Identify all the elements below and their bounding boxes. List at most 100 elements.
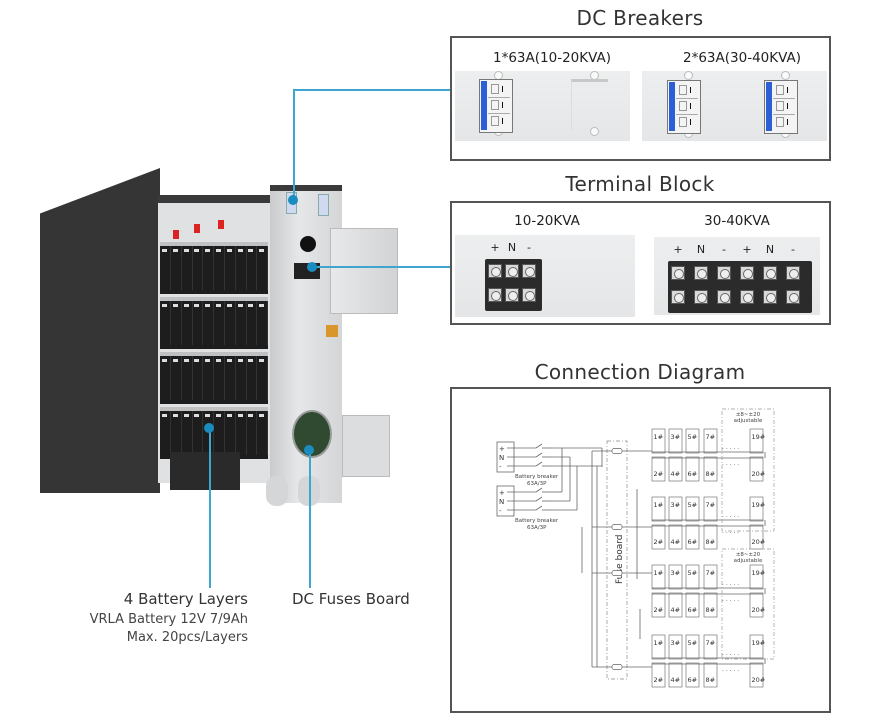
terminal-screw	[763, 290, 777, 304]
battery-cell	[668, 564, 683, 590]
battery-cell-label: 1#	[654, 569, 664, 577]
terminal-screw	[740, 266, 754, 280]
terminal-screw	[694, 290, 708, 304]
battery-cell	[685, 428, 700, 454]
breaker-photo-2	[642, 71, 827, 141]
battery	[225, 301, 236, 345]
battery-cell-label: 8#	[706, 538, 716, 546]
battery-cell	[651, 524, 666, 550]
battery-cell	[703, 456, 718, 482]
battery	[171, 356, 182, 400]
breaker-switch	[535, 443, 543, 449]
terminal-variant-label: 10-20KVA	[514, 213, 580, 229]
battery	[160, 356, 171, 400]
adjustable-range-box	[721, 408, 775, 532]
battery	[225, 356, 236, 400]
battery	[182, 411, 193, 455]
battery-cell-label: 20#	[752, 606, 766, 614]
breaker-rating: 63A/3P	[527, 481, 547, 487]
callout-dot	[204, 423, 214, 433]
battery-cell-label: 1#	[654, 501, 664, 509]
breaker-switch	[535, 505, 543, 511]
battery	[236, 301, 247, 345]
battery	[257, 246, 269, 290]
terminal-block-title: Terminal Block	[565, 172, 715, 196]
battery-ellipsis: · · · · ·	[722, 582, 739, 589]
blank-breaker-slot	[571, 79, 608, 130]
battery-cell	[703, 634, 718, 660]
terminal-polarity-label: +	[673, 243, 683, 256]
battery-ellipsis: · · · · ·	[722, 530, 739, 537]
battery	[171, 411, 182, 455]
battery-cell	[685, 456, 700, 482]
fuse-board-outline	[606, 440, 628, 680]
terminal-screw	[717, 290, 731, 304]
terminal-cover	[330, 228, 398, 314]
breaker-rating: 63A/3P	[527, 525, 547, 531]
battery-cell	[668, 456, 683, 482]
battery	[160, 246, 171, 290]
battery-cell-label: 7#	[706, 433, 716, 441]
caption-battery-max: Max. 20pcs/Layers	[126, 630, 248, 645]
input-terminal-label: N	[499, 498, 504, 506]
battery-cell-label: 8#	[706, 676, 716, 684]
terminal-block-panel: 10-20KVA 30-40KVA +N- +N-+N-	[450, 201, 831, 325]
connection-diagram-title: Connection Diagram	[534, 360, 746, 384]
battery-cell-label: 7#	[706, 639, 716, 647]
battery-cell	[668, 592, 683, 618]
battery-cell-label: 5#	[688, 433, 698, 441]
battery-cell-label: 20#	[752, 538, 766, 546]
battery-cell-label: 2#	[654, 470, 664, 478]
input-terminal-label: -	[499, 463, 502, 471]
breaker-switch	[535, 487, 543, 493]
red-fuse	[194, 224, 200, 233]
battery-cell	[749, 564, 764, 590]
battery	[192, 301, 204, 345]
battery-cell-label: 2#	[654, 676, 664, 684]
breaker-label: Battery breaker	[515, 474, 559, 480]
battery-layer	[160, 242, 269, 294]
screw	[684, 71, 693, 80]
battery-cell-label: 4#	[671, 538, 681, 546]
terminal-screw	[671, 290, 685, 304]
battery-cell-label: 6#	[688, 538, 698, 546]
battery	[203, 411, 215, 455]
battery-cell-label: 4#	[671, 470, 681, 478]
battery-cell	[651, 662, 666, 688]
battery-cell	[651, 592, 666, 618]
battery-cell	[749, 428, 764, 454]
callout-line-breakers	[293, 89, 451, 91]
cable-hole	[300, 236, 316, 252]
battery-cell	[749, 496, 764, 522]
terminal-polarity-label: -	[722, 243, 726, 256]
battery-cell-label: 2#	[654, 538, 664, 546]
battery-cell	[651, 496, 666, 522]
battery-cell	[749, 634, 764, 660]
battery-layer	[160, 407, 269, 459]
battery	[246, 246, 258, 290]
battery-cell-label: 5#	[688, 501, 698, 509]
battery-cell-label: 4#	[671, 606, 681, 614]
battery	[214, 411, 225, 455]
terminal-screw	[694, 266, 708, 280]
terminal-polarity-label: -	[791, 243, 795, 256]
battery-cell	[668, 634, 683, 660]
battery-cell-label: 20#	[752, 470, 766, 478]
terminal-polarity-label: -	[527, 241, 531, 254]
battery-ellipsis: · · · · ·	[722, 514, 739, 521]
breaker-photo-1	[455, 71, 630, 141]
battery-cell	[668, 496, 683, 522]
fuse	[611, 448, 623, 454]
battery	[192, 246, 204, 290]
battery-cell	[749, 524, 764, 550]
fuse	[611, 570, 623, 576]
battery-cell-label: 20#	[752, 676, 766, 684]
battery-cell	[703, 564, 718, 590]
callout-line-batteries	[209, 428, 211, 588]
terminal-polarity-label: N	[507, 241, 517, 254]
battery-cell-label: 3#	[671, 433, 681, 441]
battery-cell-label: 8#	[706, 606, 716, 614]
battery	[246, 356, 258, 400]
